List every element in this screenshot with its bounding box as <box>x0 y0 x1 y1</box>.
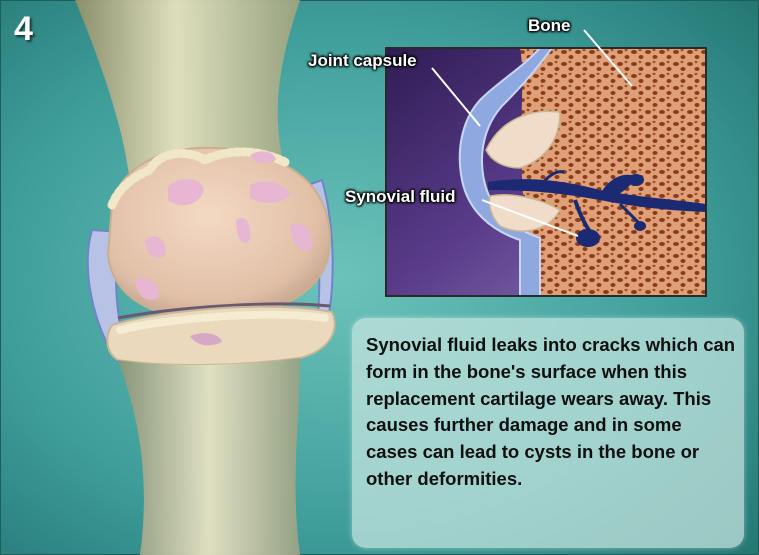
inset-closeup <box>386 48 706 296</box>
cancellous-bone <box>520 48 706 296</box>
caption-text: Synovial fluid leaks into cracks which c… <box>366 332 738 493</box>
bone-cyst <box>628 174 644 186</box>
bone-cyst <box>634 221 646 231</box>
bone-label: Bone <box>528 16 571 36</box>
caption-box: Synovial fluid leaks into cracks which c… <box>352 318 744 548</box>
step-number: 4 <box>14 10 34 49</box>
tibia-shaft <box>118 358 300 555</box>
joint-capsule-label: Joint capsule <box>308 51 417 71</box>
synovial-fluid-label: Synovial fluid <box>345 187 456 207</box>
